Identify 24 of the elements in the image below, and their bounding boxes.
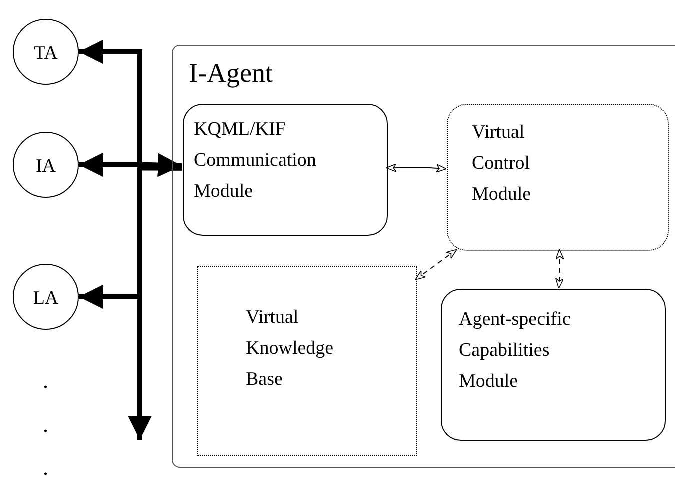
knowledge-base-box — [197, 266, 417, 456]
panel-title: I-Agent — [189, 57, 274, 90]
agent-circle — [13, 19, 79, 85]
module-box — [447, 104, 669, 251]
ellipsis-dot: . — [43, 370, 48, 392]
arrow — [415, 249, 458, 280]
ellipsis-dot: . — [43, 414, 48, 436]
ellipsis-dot: . — [43, 457, 48, 479]
agent-label: TA — [33, 42, 59, 66]
arrow — [555, 249, 564, 289]
bus-arrow — [128, 165, 182, 440]
bus-arrow — [79, 153, 182, 178]
module-box — [441, 289, 666, 441]
module-label: Virtual Control Module — [472, 121, 532, 207]
module-label: KQML/KIF Communication Module — [194, 118, 318, 204]
agent-circle — [13, 132, 79, 198]
module-label: Virtual Knowledge Base — [246, 306, 335, 392]
arrow — [386, 164, 447, 173]
module-label: Agent-specific Capabilities Module — [459, 308, 572, 394]
agent-label: LA — [32, 287, 60, 311]
agent-label: IA — [34, 155, 58, 179]
agent-circle — [13, 264, 79, 330]
agent-panel — [172, 45, 675, 468]
module-box — [183, 104, 388, 236]
